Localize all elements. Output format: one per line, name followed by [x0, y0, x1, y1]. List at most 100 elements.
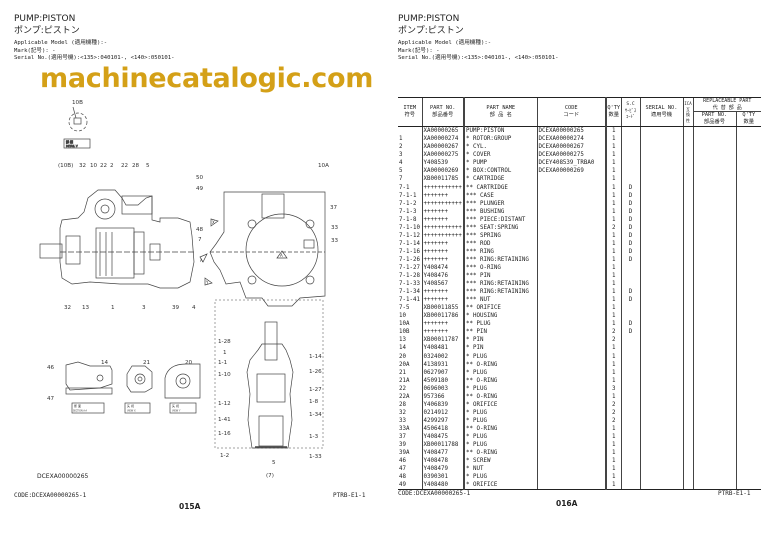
cell-repl-qty [735, 255, 762, 264]
cell-part-name: * ORIFICE [463, 400, 537, 409]
cell-part-name: *** PIECE:DISTANT [463, 215, 537, 224]
cell-repl-part-no [692, 392, 736, 401]
cell-item: 32 [399, 409, 406, 416]
cell-sc [620, 465, 640, 474]
cell-repl-part-no [692, 151, 736, 160]
cell-qty: 2 [605, 408, 621, 417]
cell-part-no: XB00011786 [421, 312, 464, 321]
cell-item: 49 [398, 481, 422, 491]
cell-ica [682, 352, 693, 361]
cell-code [536, 424, 606, 433]
cell-sc: D [620, 320, 640, 329]
cell-ica [682, 288, 693, 297]
cell-code [536, 416, 606, 425]
cell-part-no: +++++++ [421, 320, 464, 329]
cell-repl-qty [735, 239, 762, 248]
cell-sc [620, 368, 640, 377]
cell-code [536, 312, 606, 321]
cell-ica [682, 376, 693, 385]
cell-sc [620, 424, 640, 433]
callout-label: 48 [196, 227, 204, 233]
cell-qty: 1 [605, 457, 621, 466]
cell-part-no: XB00011788 [421, 441, 464, 450]
cell-qty: 1 [605, 272, 621, 281]
cell-repl-part-no [692, 280, 736, 289]
cell-part-no: 4509180 [421, 376, 464, 385]
cell-repl-qty [735, 199, 762, 208]
cell-repl-part-no [692, 400, 736, 409]
cell-ica [682, 135, 693, 144]
cell-item: 7-1-27 [399, 265, 420, 271]
cell-serial-no [639, 255, 683, 264]
cell-repl-qty [735, 465, 762, 474]
cell-part-name: * PUMP [463, 159, 537, 168]
cell-qty: 1 [605, 191, 621, 200]
cell-repl-part-no [692, 465, 736, 474]
cell-repl-qty [735, 328, 762, 337]
svg-text:A: A [280, 253, 283, 258]
cell-repl-part-no [692, 473, 736, 482]
cell-code: DCEY408539_TRBA0 [536, 159, 606, 168]
cell-part-no: 4138931 [421, 360, 464, 369]
left-footer-code: CODE:DCEXA00000265-1 [14, 492, 87, 499]
cell-sc [620, 408, 640, 417]
cell-part-name: *** RING:RETAINING [463, 288, 537, 297]
cell-ica [682, 304, 693, 313]
cell-qty: 1 [605, 344, 621, 353]
cell-part-name: * CYL. [463, 143, 537, 152]
callout-label: 28 [132, 163, 140, 169]
left-mark: Mark(記号): - [14, 47, 56, 54]
cell-sc [620, 400, 640, 409]
cell-part-no: Y408481 [421, 344, 464, 353]
cell-part-name: ** O-RING [463, 376, 537, 385]
cell-code [536, 384, 606, 393]
cell-item: 48 [399, 474, 406, 481]
cartridge-section-drawing [214, 299, 324, 449]
cell-repl-qty [735, 449, 762, 458]
cell-sc [620, 432, 640, 442]
cell-repl-qty [735, 360, 762, 369]
cell-part-no: Y408475 [421, 432, 464, 442]
cell-qty: 2 [605, 416, 621, 425]
cell-part-no: XB00011855 [421, 304, 464, 313]
svg-text:Y: Y [205, 280, 209, 285]
callout-label: 7 [198, 237, 202, 243]
header-serial-no: SERIAL NO.適用号機 [639, 96, 683, 128]
view-markers: X A Y A [200, 220, 283, 285]
cell-serial-no [639, 328, 683, 337]
cell-repl-part-no [692, 159, 736, 168]
callout-label: 46 [47, 365, 55, 371]
cell-ica [682, 215, 693, 224]
cell-ica [682, 481, 693, 491]
cell-repl-part-no [692, 135, 736, 144]
cell-ica [682, 400, 693, 409]
right-footer-code: CODE:DCEXA00000265-1 [398, 490, 471, 497]
cell-code [536, 199, 606, 208]
cell-item: 13 [399, 337, 406, 344]
cell-repl-qty [735, 296, 762, 305]
cell-code [536, 449, 606, 458]
cell-code [536, 183, 606, 192]
cell-code: DCEXA00000265 [536, 126, 606, 136]
cell-qty: 1 [605, 481, 621, 491]
cell-repl-part-no [692, 312, 736, 321]
watermark: machinecatalogic.com [40, 63, 374, 94]
svg-text:断 面: 断 面 [74, 403, 81, 408]
left-footer-ref: PTRB-E1-1 [333, 492, 366, 499]
cell-part-name: * ORIFICE [463, 481, 537, 491]
cell-part-name: * PLUG [463, 473, 537, 482]
view-x-drawing [126, 365, 153, 393]
cell-item: 7-1-14 [399, 240, 420, 247]
cell-ica [682, 223, 693, 232]
cell-item: 33A [399, 425, 410, 432]
cell-part-no: +++++++ [421, 207, 464, 216]
